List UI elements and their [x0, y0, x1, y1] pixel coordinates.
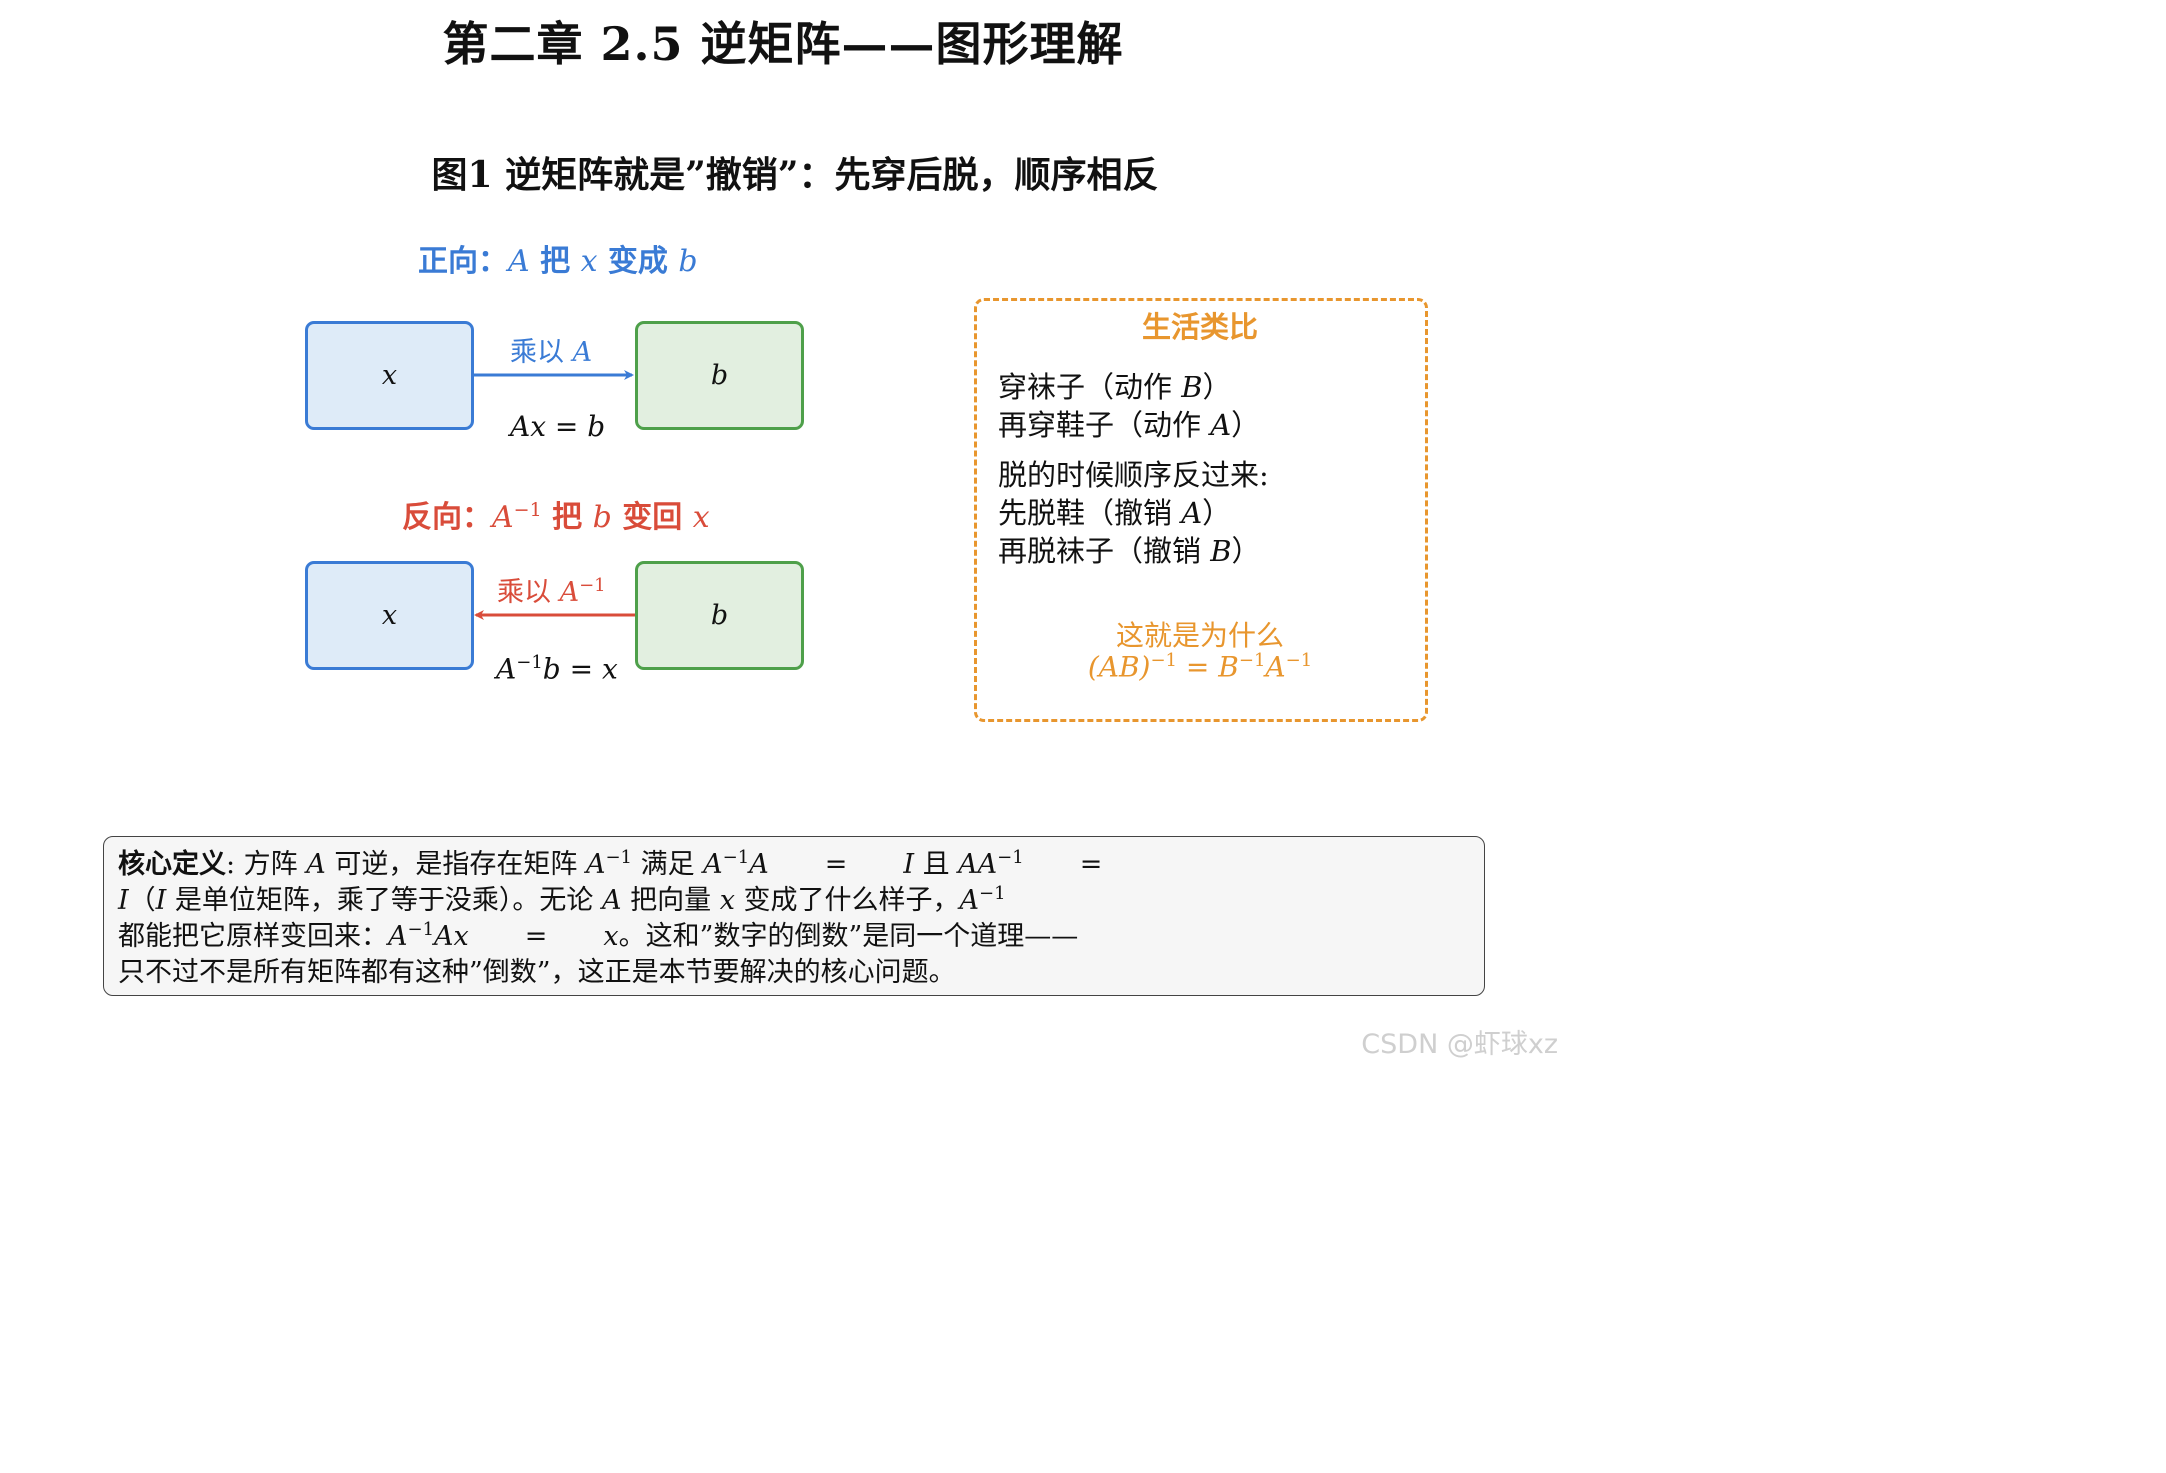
forward-box-x: x [305, 321, 474, 430]
arrows-layer [472, 370, 636, 620]
analogy-title: 生活类比 [1141, 310, 1258, 344]
reverse-box-x: x [305, 561, 474, 670]
analogy-line-2: 再穿鞋子（动作 A） [998, 408, 1261, 442]
analogy-line-1: 穿袜子（动作 B） [998, 370, 1232, 404]
forward-equation: Ax = b [510, 410, 606, 443]
reverse-box-b: b [635, 561, 804, 670]
analogy-line-5: 再脱袜子（撤销 B） [998, 534, 1261, 568]
definition-line-4: 只不过不是所有矩阵都有这种”倒数”，这正是本节要解决的核心问题。 [118, 957, 956, 988]
figure-title: 图1 逆矩阵就是”撤销”：先穿后脱，顺序相反 [431, 154, 1159, 196]
forward-heading: 正向：A 把 x 变成 b [418, 244, 698, 279]
analogy-conclusion-formula: (AB)−1 = B−1A−1 [1087, 650, 1313, 684]
reverse-equation: A−1b = x [496, 652, 618, 686]
analogy-box [974, 298, 1428, 722]
page-title: 第二章 2.5 逆矩阵——图形理解 [442, 17, 1124, 71]
watermark: CSDN @虾球xz [1361, 1029, 1558, 1060]
reverse-heading: 反向：A−1 把 b 变回 x [402, 499, 710, 535]
definition-line-1: 核心定义: 方阵 A 可逆，是指存在矩阵 A−1 满足 A−1A=I 且 AA−… [118, 847, 1103, 880]
analogy-conclusion-text: 这就是为什么 [1115, 619, 1284, 652]
forward-arrow-label: 乘以 A [510, 337, 593, 368]
reverse-arrow-label: 乘以 A−1 [497, 575, 606, 608]
analogy-line-3: 脱的时候顺序反过来: [998, 458, 1269, 492]
definition-line-3: 都能把它原样变回来：A−1Ax=x。这和”数字的倒数”是同一个道理—— [118, 919, 1079, 952]
analogy-line-4: 先脱鞋（撤销 A） [998, 496, 1232, 530]
forward-box-b: b [635, 321, 804, 430]
definition-line-2: I（I 是单位矩阵，乘了等于没乘）。无论 A 把向量 x 变成了什么样子，A−1 [118, 883, 1006, 916]
definition-box [103, 836, 1485, 996]
